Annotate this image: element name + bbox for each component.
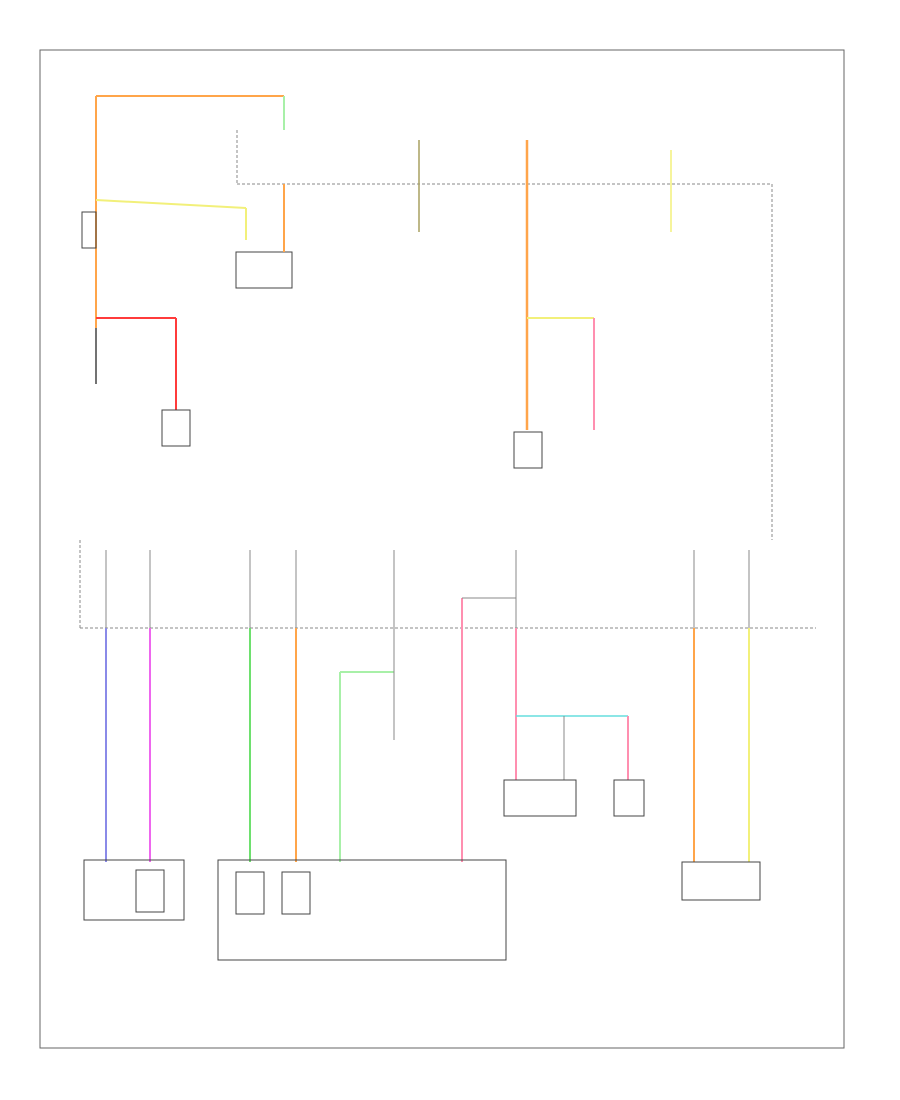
ignition-switch-box xyxy=(235,251,293,289)
starter-box xyxy=(161,409,191,447)
module-left-box xyxy=(83,859,185,921)
fusible-link-block xyxy=(81,211,97,249)
wire-yellow-crossover xyxy=(95,199,247,209)
diagram-frame xyxy=(39,49,845,1049)
module-mid-relay-2 xyxy=(281,871,311,915)
fuel-pump-relay-box xyxy=(513,431,543,469)
abs-module-box xyxy=(681,861,761,901)
blower-box xyxy=(613,779,645,817)
module-mid-relay-1 xyxy=(235,871,265,915)
module-left-relay xyxy=(135,869,165,913)
module-mid-box xyxy=(217,859,507,961)
pcm-lower-box xyxy=(503,779,577,817)
